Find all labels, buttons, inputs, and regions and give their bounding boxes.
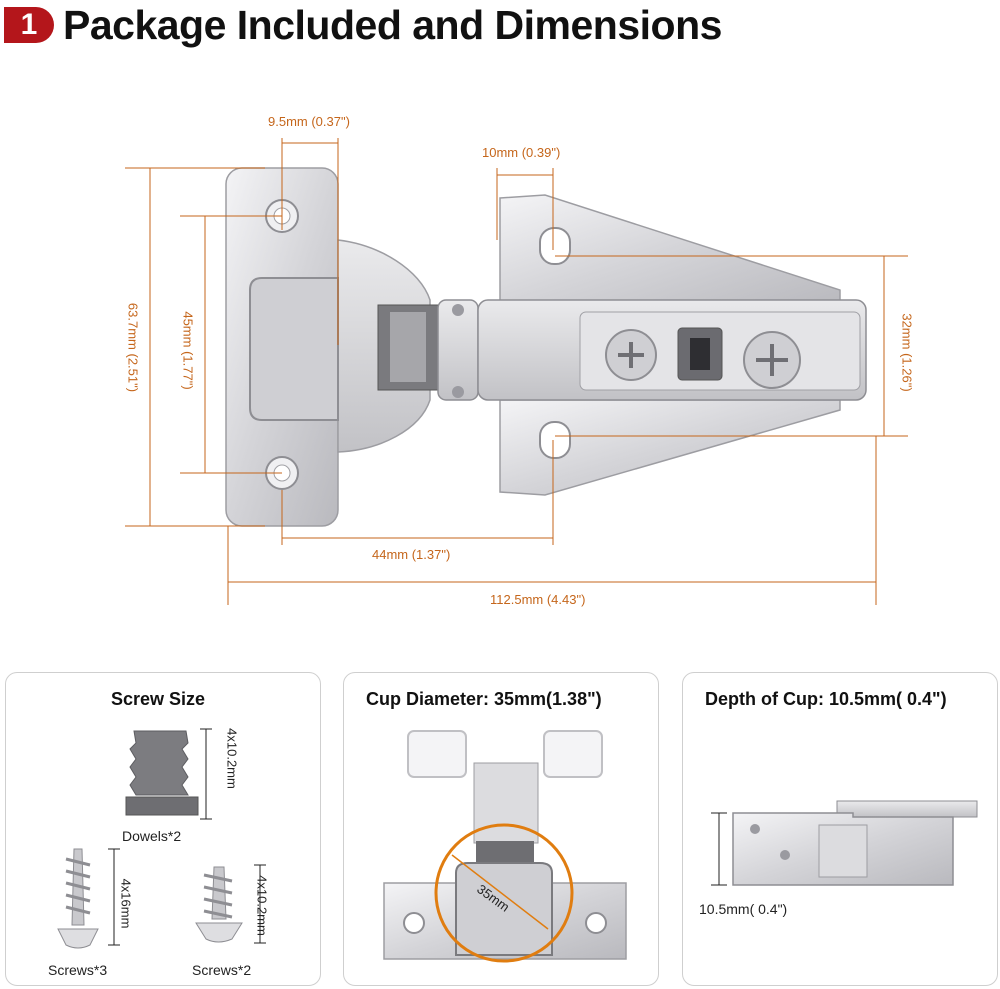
screw-long-count-label: Screws*3: [48, 962, 108, 978]
hinge-diagram: [125, 138, 908, 605]
dim-total-height: 63.7mm (2.51"): [125, 302, 141, 393]
cup-diameter-illustration: 35mm: [383, 730, 627, 963]
screw-size-title: Screw Size: [111, 689, 206, 709]
cup-depth-label: 10.5mm( 0.4"): [699, 901, 788, 917]
dowel-count-label: Dowels*2: [122, 828, 182, 844]
dowel-icon: [125, 728, 212, 820]
cup-depth-illustration: [711, 800, 978, 886]
hinge-door-plate: [225, 167, 431, 527]
dimension-lines: [125, 138, 908, 605]
screw-long-size-label: 4x16mm: [118, 878, 134, 929]
dim-plate-hole-offset: 10mm (0.39"): [482, 145, 561, 160]
screw-short-icon: [195, 864, 266, 944]
screw-short-size-label: 4x10.2mm: [254, 875, 270, 936]
dim-total-length: 112.5mm (4.43"): [490, 592, 586, 607]
cup-depth-panel: Depth of Cup: 10.5mm( 0.4") 10.5mm( 0.4"…: [682, 672, 998, 986]
cup-depth-title: Depth of Cup: 10.5mm( 0.4"): [705, 689, 947, 709]
dim-plate-hole-spacing: 32mm (1.26"): [899, 313, 915, 392]
dim-top-hole-offset: 9.5mm (0.37"): [268, 114, 350, 129]
dowel-size-label: 4x10.2mm: [224, 728, 240, 789]
dim-hole-spacing: 45mm (1.77"): [180, 311, 196, 390]
page-title: Package Included and Dimensions: [63, 2, 722, 48]
hinge-arm-link: [377, 299, 479, 401]
hinge-mounting-plate: [477, 194, 867, 496]
section-number-badge: 1: [4, 7, 54, 43]
screw-long-icon: [57, 848, 120, 949]
cup-diameter-title: Cup Diameter: 35mm(1.38"): [366, 689, 602, 709]
dim-hole-to-plate: 44mm (1.37"): [372, 547, 451, 562]
screw-short-count-label: Screws*2: [192, 962, 252, 978]
cup-diameter-panel: Cup Diameter: 35mm(1.38") 35mm: [343, 672, 659, 986]
screw-size-panel: Screw Size 4x10.2mm Dowels*2 4x16mm Scre…: [5, 672, 321, 986]
section-header: 1 Package Included and Dimensions: [0, 0, 1000, 50]
